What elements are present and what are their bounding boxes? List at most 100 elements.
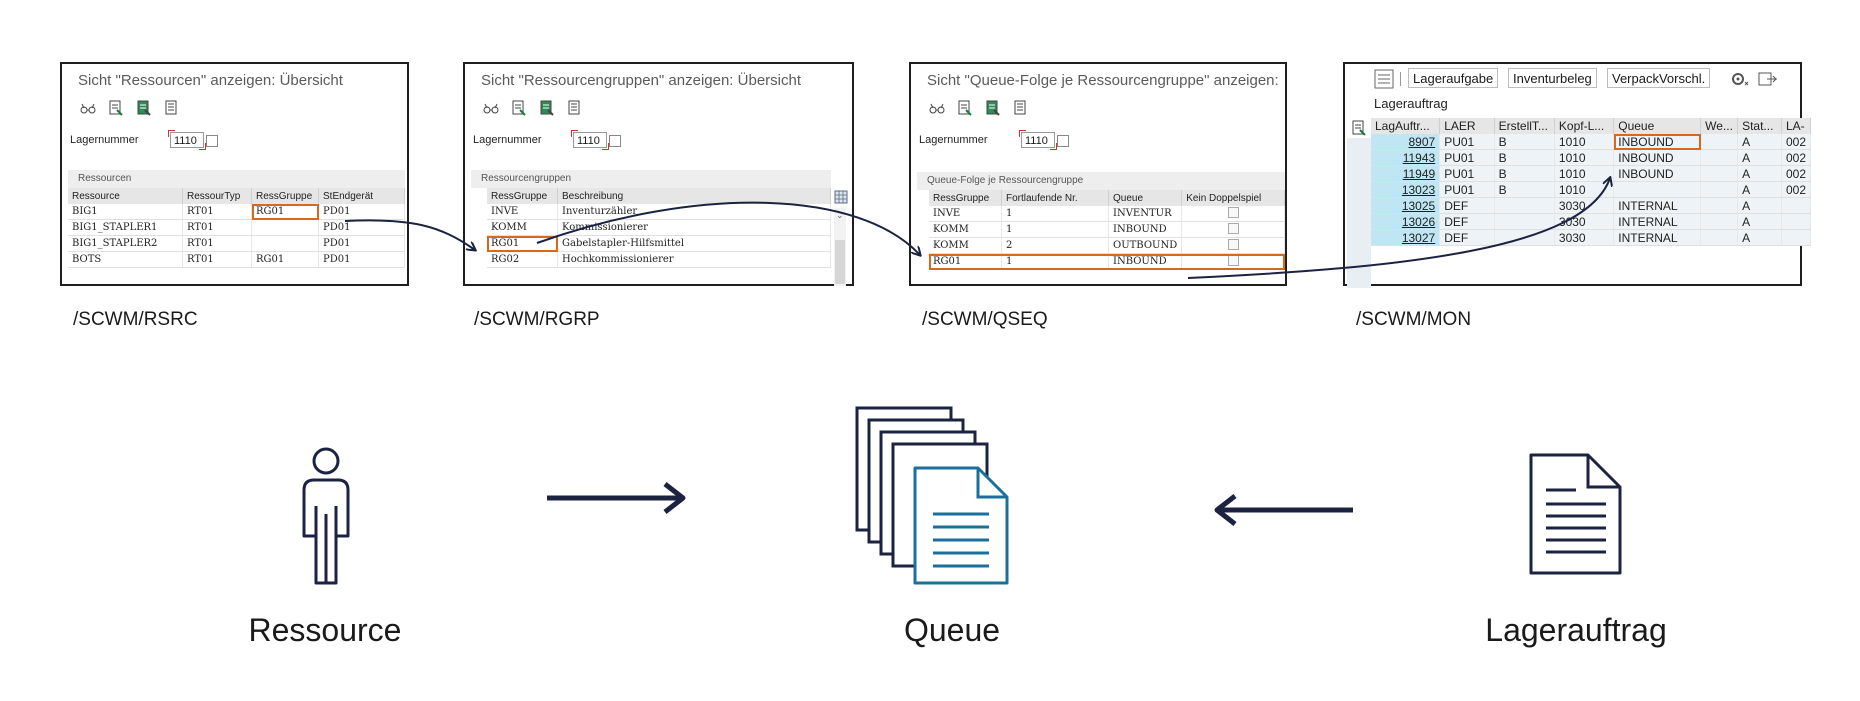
cell (251, 219, 319, 236)
cell: BOTS (68, 251, 183, 268)
document-export-icon[interactable] (957, 100, 973, 116)
document-list-icon[interactable] (164, 100, 180, 116)
cell: INBOUND (1613, 149, 1702, 166)
glasses-icon[interactable] (80, 100, 96, 116)
col-fortlaufende-nr[interactable]: Fortlaufende Nr. (1001, 190, 1109, 206)
document-green-icon[interactable] (985, 100, 1001, 116)
code-qseq: /SCWM/QSEQ (922, 309, 1048, 330)
kein-doppelspiel-checkbox[interactable] (1227, 238, 1239, 250)
panel-rgrp: Sicht "Ressourcengruppen" anzeigen: Über… (463, 62, 854, 286)
lagerauftrag-link[interactable]: 11943 (1371, 149, 1441, 166)
settings-gear-icon[interactable] (1729, 70, 1751, 88)
document-export-icon[interactable] (511, 100, 527, 116)
document-export-icon[interactable] (108, 100, 124, 116)
col-ressgruppe[interactable]: RessGruppe (251, 188, 319, 204)
toolbar (80, 100, 180, 116)
table-settings-icon[interactable] (834, 190, 848, 204)
row-selector-column (1347, 138, 1371, 288)
select-layout-icon[interactable] (1351, 120, 1367, 136)
col-kein-doppelspiel[interactable]: Kein Doppelspiel (1181, 190, 1285, 206)
value-help-icon[interactable] (609, 135, 621, 147)
value-help-icon[interactable] (206, 135, 218, 147)
document-green-icon[interactable] (136, 100, 152, 116)
col-stendgeraet[interactable]: StEndgerät (318, 188, 405, 204)
code-rgrp: /SCWM/RGRP (474, 309, 600, 330)
cell: 2 (1001, 237, 1109, 254)
cell (1700, 149, 1739, 166)
cell (1494, 213, 1555, 230)
lagernummer-field[interactable]: 1110 (571, 130, 609, 150)
cell: KOMM (929, 237, 1002, 254)
col-ressource[interactable]: Ressource (68, 188, 183, 204)
glasses-icon[interactable] (483, 100, 499, 116)
lagerauftrag-link[interactable]: 13025 (1371, 197, 1441, 214)
document-green-icon[interactable] (539, 100, 555, 116)
col-erstellt[interactable]: ErstellT... (1494, 118, 1555, 134)
col-we[interactable]: We... (1700, 118, 1739, 134)
export-icon[interactable] (1757, 70, 1779, 88)
col-lagauftr[interactable]: LagAuftr... (1371, 118, 1441, 134)
glasses-icon[interactable] (929, 100, 945, 116)
col-queue[interactable]: Queue (1613, 118, 1702, 134)
lagernummer-field[interactable]: 1110 (168, 130, 206, 150)
col-stat[interactable]: Stat... (1737, 118, 1782, 134)
layout-icon[interactable] (1374, 69, 1394, 89)
document-list-icon[interactable] (567, 100, 583, 116)
col-kopf-l[interactable]: Kopf-L... (1554, 118, 1615, 134)
table-header-row: RessGruppe Fortlaufende Nr. Queue Kein D… (929, 190, 1285, 206)
lagerauftrag-link[interactable]: 11949 (1371, 165, 1441, 182)
inventurbeleg-button[interactable]: Inventurbeleg (1508, 68, 1597, 88)
lagernummer-field[interactable]: 1110 (1019, 130, 1057, 150)
cell: RT01 (182, 204, 252, 220)
col-ressgruppe[interactable]: RessGruppe (929, 190, 1002, 206)
lagerauftrag-link[interactable]: 8907 (1371, 134, 1441, 150)
lagerauftrag-link[interactable]: 13026 (1371, 213, 1441, 230)
lagerauftrag-link[interactable]: 13023 (1371, 181, 1441, 198)
col-ressourtyp[interactable]: RessourTyp (182, 188, 252, 204)
scroll-down-icon[interactable]: ⌄ (836, 210, 844, 220)
panel-qseq: Sicht "Queue-Folge je Ressourcengruppe" … (909, 62, 1287, 286)
scrollbar-thumb[interactable] (835, 240, 845, 284)
verpackvorschl-button[interactable]: VerpackVorschl. (1607, 68, 1711, 88)
kein-doppelspiel-checkbox[interactable] (1227, 222, 1239, 234)
cell: 002 (1781, 149, 1812, 166)
cell: RG01 (251, 251, 319, 268)
col-ressgruppe[interactable]: RessGruppe (487, 188, 558, 204)
document-list-icon[interactable] (1013, 100, 1029, 116)
cell: RG01 (929, 253, 1002, 270)
value-help-icon[interactable] (1057, 135, 1069, 147)
col-laer[interactable]: LAER (1439, 118, 1495, 134)
col-queue[interactable]: Queue (1108, 190, 1183, 206)
kein-doppelspiel-checkbox[interactable] (1227, 206, 1239, 218)
lageraufgabe-button[interactable]: Lageraufgabe (1408, 68, 1499, 88)
kein-doppelspiel-checkbox[interactable] (1227, 254, 1239, 266)
table-header-row: LagAuftr... LAER ErstellT... Kopf-L... Q… (1371, 118, 1812, 134)
scrollbar[interactable]: ⌄ (834, 208, 846, 286)
cell: RT01 (182, 251, 252, 268)
col-beschreibung[interactable]: Beschreibung (557, 188, 831, 204)
col-la[interactable]: LA- (1781, 118, 1812, 134)
toolbar (483, 100, 583, 116)
lagerauftrag-link[interactable]: 13027 (1371, 229, 1441, 246)
cell: INBOUND (1108, 221, 1183, 238)
lagernummer-label: Lagernummer (473, 134, 542, 146)
